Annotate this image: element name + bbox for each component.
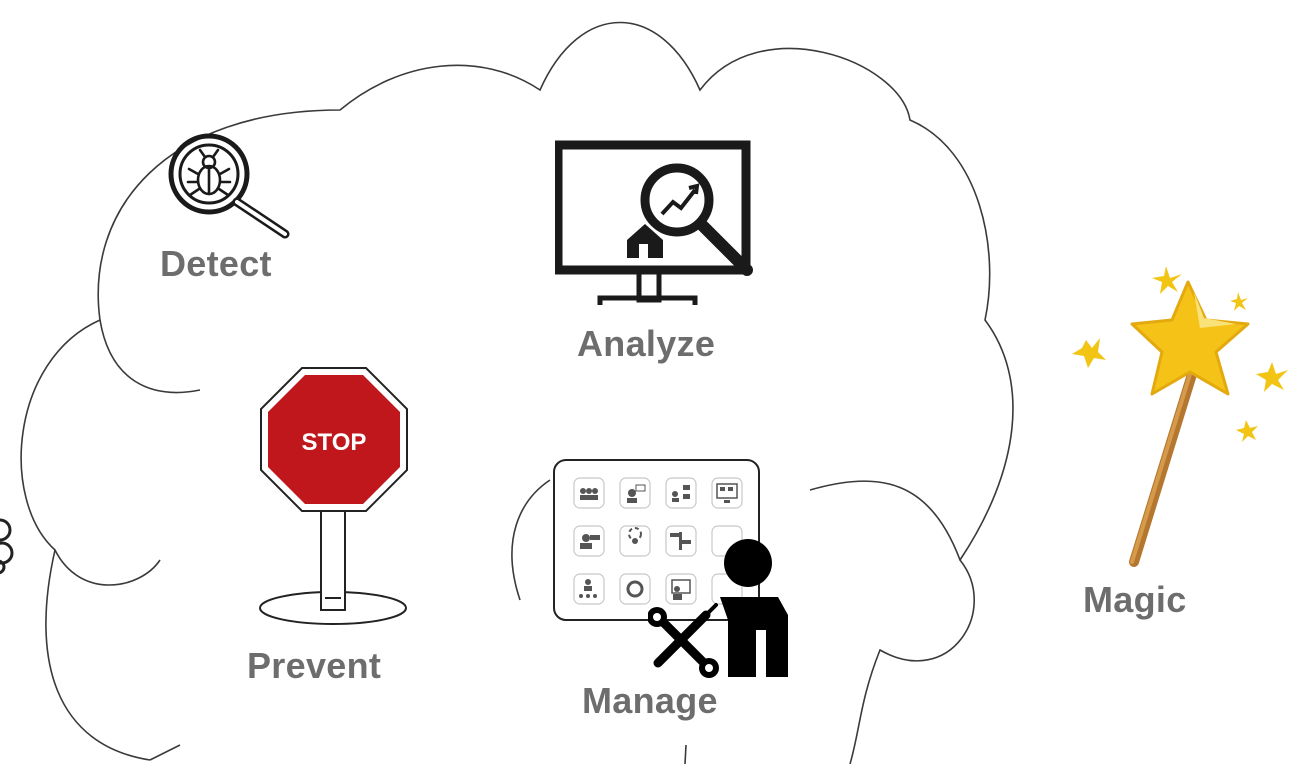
label-manage: Manage (582, 680, 718, 721)
magic-wand-icon (1072, 266, 1288, 567)
stop-sign-text: STOP (302, 429, 367, 456)
label-magic: Magic (1083, 579, 1187, 620)
cloud-outline (20, 21, 1014, 764)
technician-icon (648, 539, 788, 678)
label-prevent: Prevent (247, 645, 382, 686)
management-grid-icon (553, 459, 760, 621)
partial-icon-left-edge (0, 518, 14, 575)
bug-magnifier-icon (168, 133, 290, 239)
label-analyze: Analyze (577, 323, 716, 364)
label-detect: Detect (160, 243, 272, 284)
stop-sign-icon: STOP (259, 367, 408, 625)
monitor-analytics-icon (555, 140, 753, 305)
